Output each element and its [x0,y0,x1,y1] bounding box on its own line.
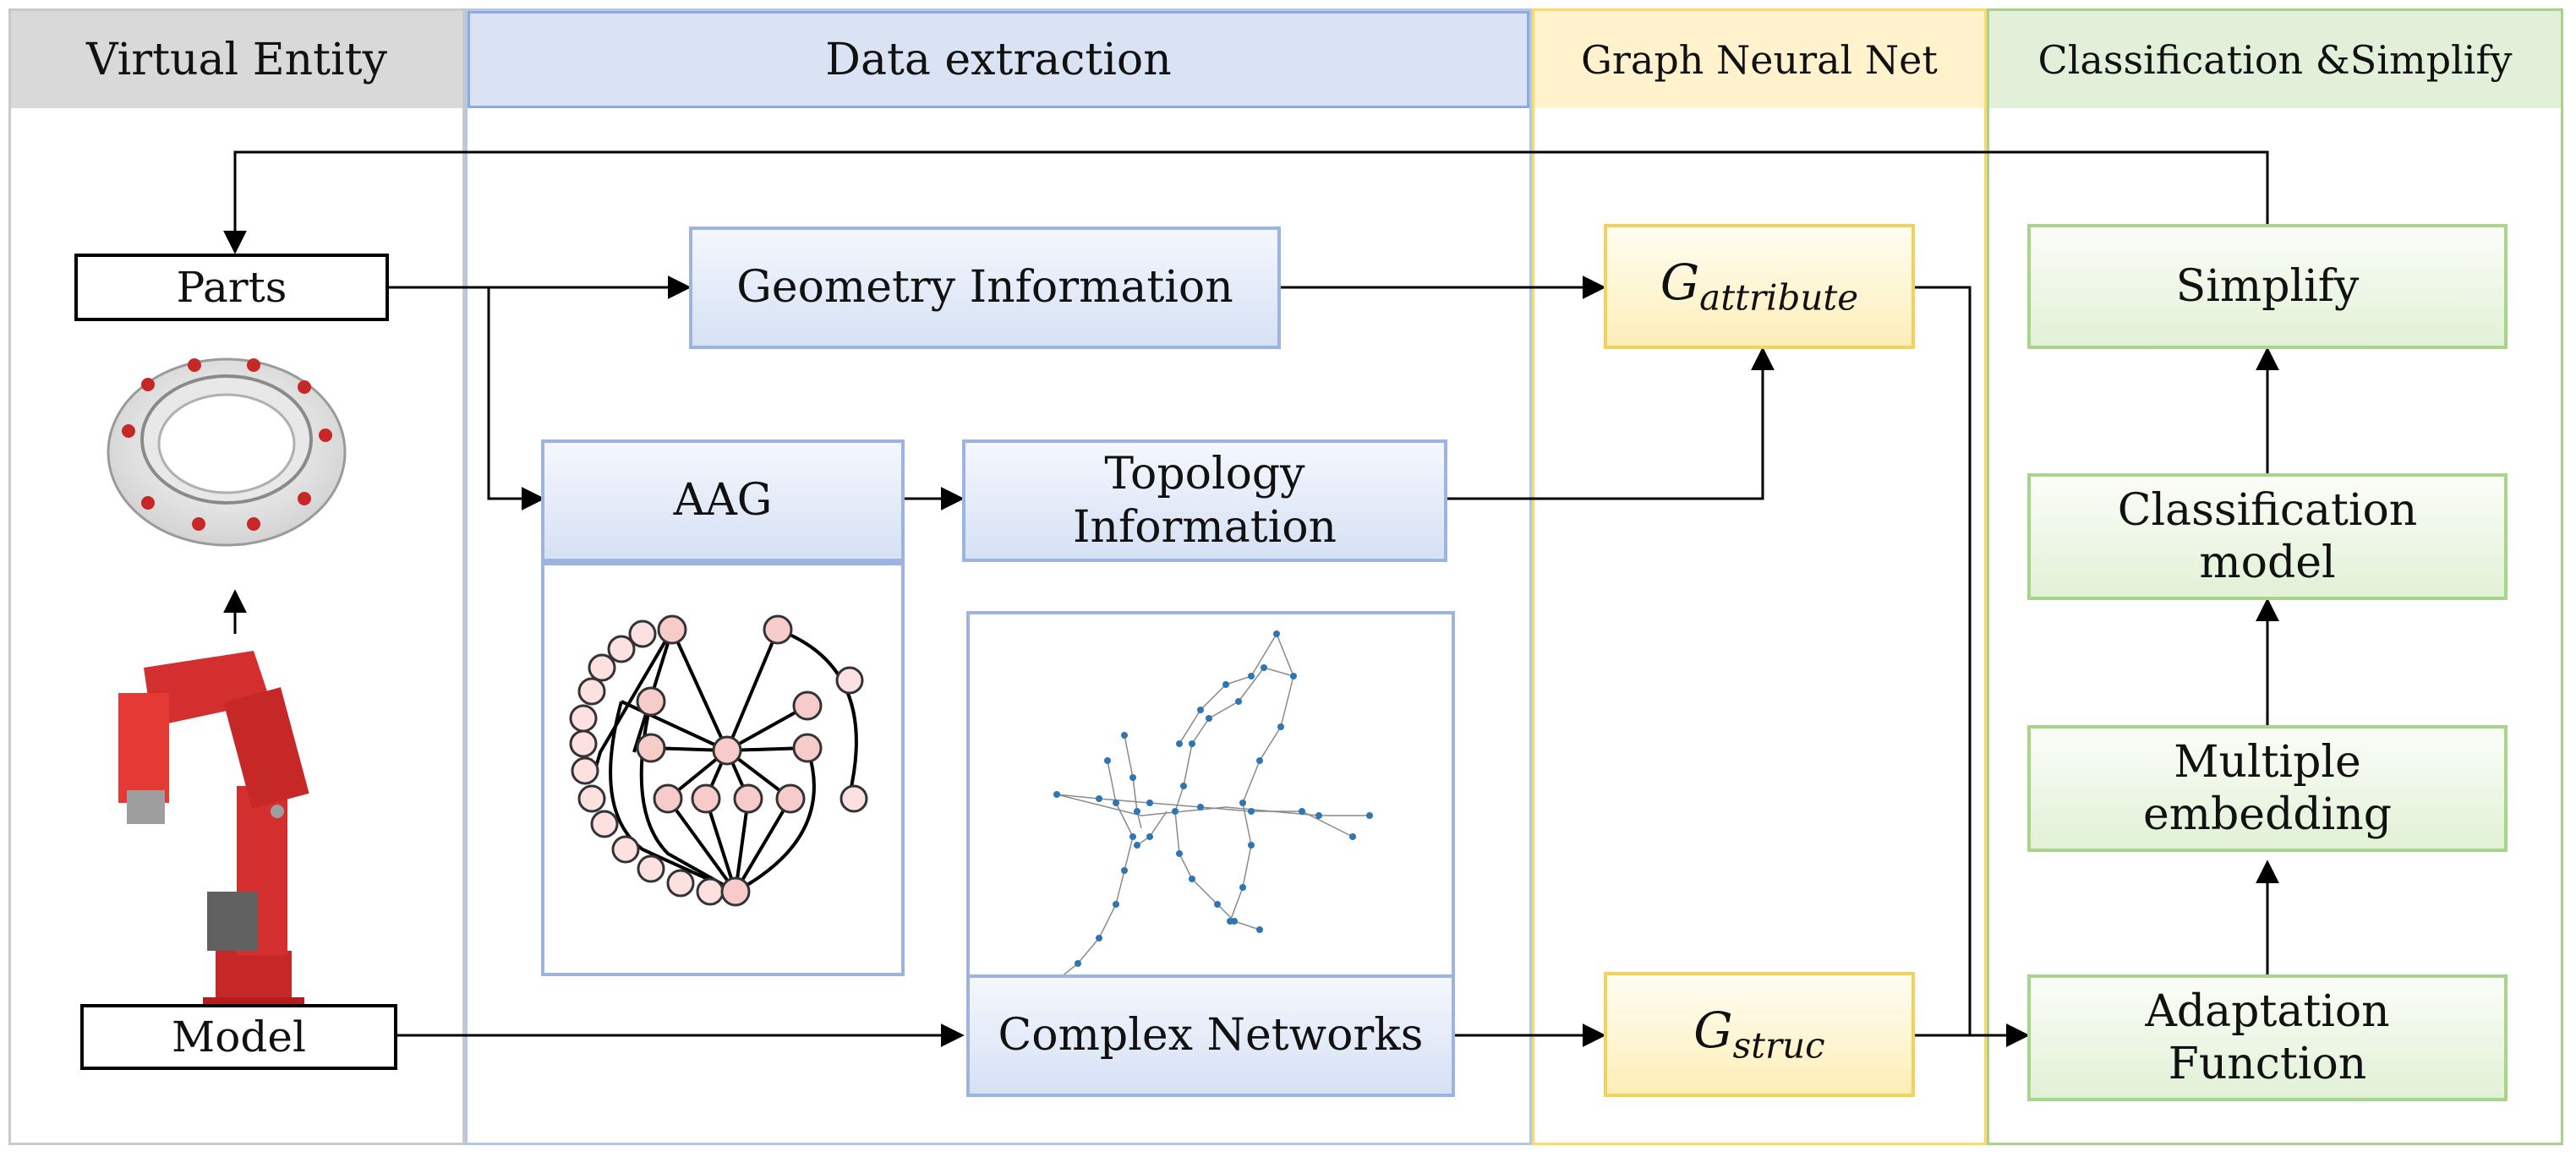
simplify-box: Simplify [2027,224,2508,349]
model-box: Model [80,1004,397,1070]
topology-information-box: Topology Information [962,439,1447,562]
lane-title-virtual-entity: Virtual Entity [86,34,387,85]
g-struc-subscript: struc [1732,1024,1825,1067]
lane-title-graph-neural-net: Graph Neural Net [1581,36,1938,83]
lane-classification-simplify [1987,8,2563,1145]
lane-data-extraction [465,8,1532,1145]
lane-header-virtual-entity: Virtual Entity [11,11,462,108]
multiple-label-line1: Multiple [2174,736,2361,788]
geometry-information-label: Geometry Information [736,262,1233,314]
lane-title-classification-simplify: Classification &Simplify [2037,36,2513,83]
topology-label-line1: Topology [1104,449,1305,500]
lane-virtual-entity [8,8,465,1145]
topology-label-line2: Information [1072,501,1337,553]
lane-header-data-extraction: Data extraction [468,11,1529,108]
parts-box: Parts [74,254,389,321]
arrow-parts-to-aag [487,287,545,510]
model-label: Model [172,1012,306,1062]
g-struc-box: Gstruc [1604,972,1915,1097]
aag-graph-panel [541,562,905,976]
aag-label: AAG [673,475,773,527]
lane-title-data-extraction: Data extraction [825,34,1172,85]
adaptation-function-box: Adaptation Function [2027,974,2508,1101]
robot-arm-image [118,651,309,1014]
g-struc-base: G [1693,1002,1733,1059]
flange-part-image [107,357,347,547]
multiple-label-line2: embedding [2142,789,2393,840]
simplify-label: Simplify [2175,260,2360,312]
classification-label-line2: model [2199,538,2336,588]
complex-networks-box: Complex Networks [966,974,1455,1097]
lane-graph-neural-net [1532,8,1987,1145]
arrow-simplify-to-parts [223,150,2269,254]
adaptation-label-line1: Adaptation [2145,985,2390,1037]
aag-box: AAG [541,439,905,562]
complex-network-nodes [1041,630,1373,1094]
g-attribute-subscript: attribute [1699,276,1859,319]
g-attribute-box: Gattribute [1604,224,1915,349]
lane-header-graph-neural-net: Graph Neural Net [1534,11,1984,108]
classification-model-box: Classification model [2027,473,2508,600]
multiple-embedding-box: Multiple embedding [2027,725,2508,852]
arrow-gattribute-to-adaptation [1915,286,2030,1047]
parts-label: Parts [176,263,287,312]
geometry-information-box: Geometry Information [689,227,1281,349]
arrow-topology-to-gattribute [1447,347,1775,500]
adaptation-label-line2: Function [2168,1039,2367,1089]
classification-label-line1: Classification [2117,484,2418,536]
aag-graph-nodes [569,614,868,907]
complex-networks-label: Complex Networks [998,1010,1424,1062]
lane-header-classification-simplify: Classification &Simplify [1989,11,2561,108]
g-attribute-base: G [1660,254,1700,311]
